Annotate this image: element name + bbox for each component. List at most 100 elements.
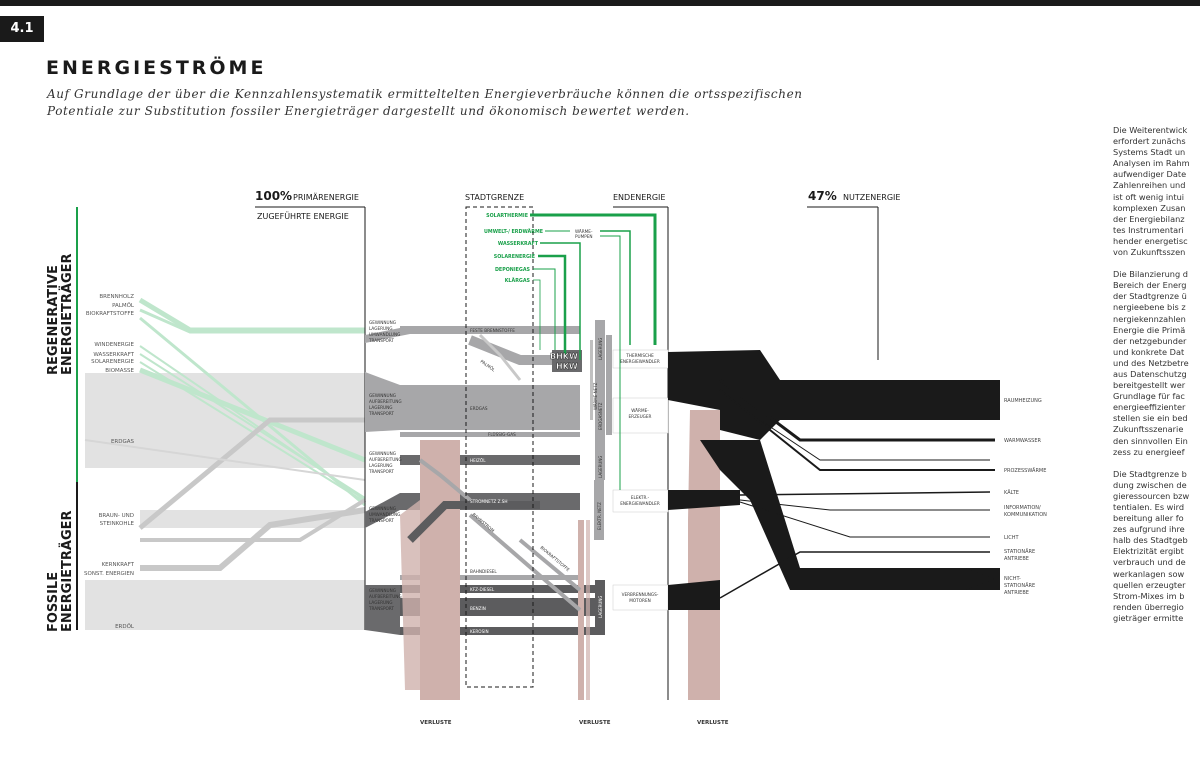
text-line: zess zu energieef <box>1113 446 1185 457</box>
local-renewable-label: KLÄRGAS <box>505 277 531 284</box>
use-label: PROZESSWÄRME <box>1004 467 1046 474</box>
text-line: den sinnvollen Ein <box>1113 435 1188 446</box>
use-label: ANTRIEBE <box>1004 556 1029 562</box>
processing-label: TRANSPORT <box>368 518 394 523</box>
band-feste-brennstoffe <box>400 326 580 334</box>
processing-label: AUFBEREITUNG <box>369 594 402 599</box>
useful-lines <box>719 378 995 599</box>
flow-raumheizung <box>668 350 1000 440</box>
bar-elektr-netz <box>594 480 604 540</box>
source-label: KERNKRAFT <box>102 562 135 568</box>
fossil-flows <box>84 417 367 571</box>
useful-energy-flows <box>668 350 1000 610</box>
source-label: PALMÖL <box>112 302 135 309</box>
use-label: STATIONÄRE <box>1004 548 1035 555</box>
source-label: WINDENERGIE <box>94 342 134 348</box>
converter-label: VERBRENNUNGS- <box>622 592 659 597</box>
text-line: Systems Stadt un <box>1113 147 1186 158</box>
kohle-band <box>140 510 365 528</box>
processing-label: LAGERUNG <box>369 600 392 605</box>
source-label: SONST. ENERGIEN <box>84 571 134 577</box>
flow-erdgas-thin <box>84 439 366 481</box>
vertical-label: ELEKTR. NETZ <box>597 502 602 530</box>
local-renewable-label: SOLARENERGIE <box>494 254 535 260</box>
carrier-label: ERDGAS <box>470 406 488 411</box>
text-line: renden überregio <box>1113 601 1184 612</box>
source-label: WASSERKRAFT <box>93 352 134 358</box>
text-line: Bereich der Energ <box>1113 280 1187 291</box>
supplied-label: ZUGEFÜHRTE ENERGIE <box>257 211 349 221</box>
band-heizoel <box>400 455 580 465</box>
flow-palmoel <box>139 308 365 334</box>
processing-label: UMWANDLUNG <box>369 332 400 337</box>
converter-label: ELEKTR.- <box>631 495 650 500</box>
flow-biomasse <box>139 367 366 463</box>
loss-3 <box>688 410 720 700</box>
processing-label: GEWINNUNG <box>369 506 396 511</box>
renewable-label-1: REGENERATIVE <box>46 265 61 375</box>
text-line: Energie die Primä <box>1113 324 1186 335</box>
loss-1 <box>420 440 460 700</box>
source-label: STEINKOHLE <box>100 521 135 527</box>
text-line: komplexen Zusan <box>1113 202 1186 213</box>
carrier-label: PALMÖL <box>479 359 496 373</box>
carrier-label: BAHNDIESEL <box>470 569 497 574</box>
processing-label: GEWINNUNG <box>369 320 396 325</box>
carrier-label: STROMNETZ Z.SH <box>470 499 508 504</box>
text-line: tes Instrumentari <box>1113 224 1184 235</box>
carrier-label: KEROSIN <box>470 629 489 634</box>
band-bahndiesel <box>400 575 580 580</box>
source-label: BIOMASSE <box>105 368 134 374</box>
flow-kohle-a <box>138 417 365 530</box>
text-line: quellen erzeugter <box>1113 579 1186 590</box>
text-line: halb des Stadtgeb <box>1113 535 1188 546</box>
processing-label: TRANSPORT <box>368 606 394 611</box>
carrier-label: BAHNSTROM <box>471 512 495 533</box>
text-line: stellen sie ein bed <box>1113 413 1188 424</box>
text-line: und des Netzbetre <box>1113 357 1189 368</box>
text-line: energieeffizienter <box>1113 402 1186 413</box>
processing-label: LAGERUNG <box>369 326 392 331</box>
source-label: ERDÖL <box>115 623 135 630</box>
diagonal-flows <box>407 333 582 612</box>
converter-label: ERZEUGER <box>629 414 652 419</box>
text-line: der Stadtgrenze ü <box>1113 291 1187 302</box>
primary-pct: 100% <box>255 189 292 203</box>
text-line: zes aufgrund ihre <box>1113 524 1185 535</box>
text-line: und konkrete Dat <box>1113 346 1185 357</box>
vertical-label: LAGERUNG <box>598 596 603 618</box>
band-kfz-diesel <box>400 585 595 593</box>
processing-label: GEWINNUNG <box>369 588 396 593</box>
use-label: WARMWASSER <box>1004 438 1041 444</box>
chp-label: BHKW <box>550 352 578 361</box>
text-line: von Zukunftsszen <box>1113 247 1186 258</box>
text-line: werkanlagen sow <box>1113 568 1185 579</box>
loss-label: VERLUSTE <box>579 720 611 726</box>
text-line: dung zwischen de <box>1113 479 1187 490</box>
band-fluessiggas <box>400 432 580 437</box>
local-renewable-flows <box>530 213 657 490</box>
vertical-label: ERDGASNETZ <box>598 402 603 430</box>
band-kerosin <box>400 627 595 635</box>
chp-block <box>552 350 582 372</box>
useful-label: NUTZENERGIE <box>843 193 900 202</box>
use-label: KÄLTE <box>1004 489 1019 496</box>
intro-line: Potentiale zur Substitution fossiler Ene… <box>47 104 690 118</box>
text-line: der netzgebunder <box>1113 335 1187 346</box>
carrier-label: FESTE BRENNSTOFFE <box>470 328 515 333</box>
text-line: Zukunftsszenarie <box>1113 424 1184 435</box>
source-label: BRENNHOLZ <box>99 294 134 300</box>
text-line: nergiekennzahlen <box>1113 313 1186 324</box>
source-label: SOLARENERGIE <box>91 359 134 365</box>
converter-label: WÄRME- <box>631 408 649 413</box>
processing-label: TRANSPORT <box>368 411 394 416</box>
use-label: ANTRIEBE <box>1004 590 1029 596</box>
bar-lagerung-3 <box>595 580 605 635</box>
text-line: der Energiebilanz <box>1113 213 1185 224</box>
text-line: Die Weiterentwick <box>1113 125 1188 135</box>
loss-label: VERLUSTE <box>697 720 729 726</box>
fossil-label-2: ENERGIETRÄGER <box>59 510 75 632</box>
text-line: hender energetisc <box>1113 235 1188 246</box>
source-label: BIOKRAFTSTOFFE <box>86 311 135 317</box>
text-line: Die Bilanzierung d <box>1113 269 1188 280</box>
